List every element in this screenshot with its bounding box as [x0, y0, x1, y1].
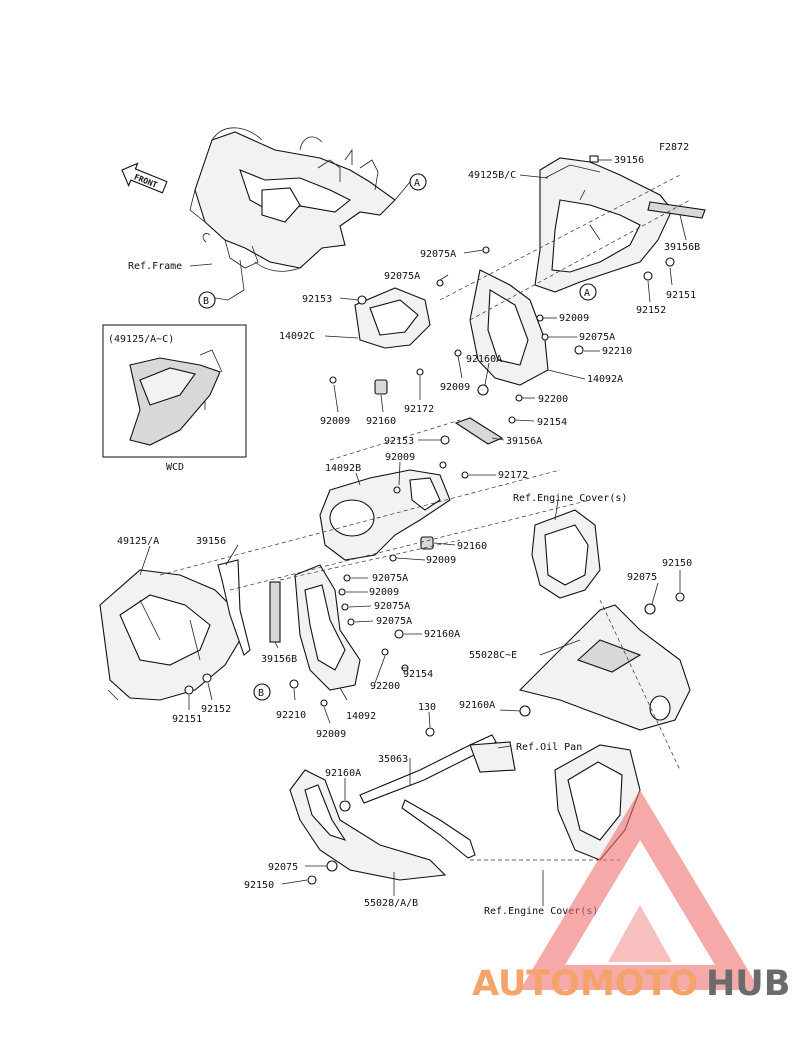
callout-a-top: A	[414, 178, 420, 189]
figure-code: F2872	[659, 142, 689, 153]
callout-b-top: B	[203, 296, 209, 307]
label-92009-6: 92009	[369, 587, 399, 598]
label-92160-1: 92160	[366, 416, 396, 427]
label-92210-2: 92210	[276, 710, 306, 721]
bracket-14092b	[319, 469, 451, 561]
front-arrow-icon: FRONT	[121, 162, 168, 194]
label-92075-1: 92075	[627, 572, 657, 583]
bracket-14092	[294, 564, 361, 691]
label-55028ab: 55028/A/B	[364, 898, 418, 909]
label-130: 130	[418, 702, 436, 713]
cowl-right-upper	[534, 155, 706, 301]
label-92154-1: 92154	[537, 417, 567, 428]
label-92152-2: 92152	[201, 704, 231, 715]
ref-oil-pan: Ref.Oil Pan	[516, 742, 582, 753]
label-39156-top: 39156	[614, 155, 644, 166]
label-92153-1: 92153	[302, 294, 332, 305]
callout-b-mid: B	[258, 688, 264, 699]
label-92075a-3: 92075A	[579, 332, 615, 343]
label-92153-2: 92153	[384, 436, 414, 447]
label-55028ce: 55028C~E	[469, 650, 517, 661]
guide-lines	[159, 174, 691, 861]
label-39156a: 39156A	[506, 436, 542, 447]
label-92154-2: 92154	[403, 669, 433, 680]
strip-39156a	[454, 417, 504, 445]
watermark-logo	[520, 790, 760, 990]
inset-caption: WCD	[166, 462, 184, 473]
label-92075a-6: 92075A	[376, 616, 412, 627]
watermark-text-hub: HUB	[706, 964, 790, 1004]
fasteners	[184, 246, 685, 885]
callout-a-mid: A	[584, 288, 590, 299]
strip-39156b-mid	[269, 581, 281, 643]
bracket-14092a	[469, 269, 549, 386]
frame-illustration	[189, 127, 427, 309]
leader-lines	[139, 159, 687, 906]
label-92150-2: 92150	[244, 880, 274, 891]
side-panel-55028ce	[518, 604, 691, 731]
watermark-text-automoto: AUTOMOTO	[472, 964, 698, 1004]
label-92210-1: 92210	[602, 346, 632, 357]
label-49125a: 49125/A	[117, 536, 159, 547]
label-92009-7: 92009	[316, 729, 346, 740]
label-92075-2: 92075	[268, 862, 298, 873]
label-39156b-mid: 39156B	[261, 654, 297, 665]
label-92160a-3: 92160A	[459, 700, 495, 711]
ref-engine-cover-bottom: Ref.Engine Cover(s)	[484, 906, 598, 917]
label-92151-2: 92151	[172, 714, 202, 725]
label-92075a-2: 92075A	[384, 271, 420, 282]
label-92009-3: 92009	[320, 416, 350, 427]
label-92160a-4: 92160A	[325, 768, 361, 779]
inset-box	[102, 324, 247, 458]
label-49125bc: 49125B/C	[468, 170, 516, 181]
label-92152-1: 92152	[636, 305, 666, 316]
label-92160-2: 92160	[457, 541, 487, 552]
label-39156b-top: 39156B	[664, 242, 700, 253]
label-14092: 14092	[346, 711, 376, 722]
cowl-left-lower	[99, 569, 241, 701]
label-92172-1: 92172	[404, 404, 434, 415]
part-labels: F2872 39156 49125B/C 39156B 92075A 92075…	[117, 142, 700, 917]
label-35063: 35063	[378, 754, 408, 765]
stay-39156	[217, 559, 251, 656]
label-92150-1: 92150	[662, 558, 692, 569]
label-92075a-1: 92075A	[420, 249, 456, 260]
label-92075a-4: 92075A	[372, 573, 408, 584]
label-14092a: 14092A	[587, 374, 623, 385]
inset-title: (49125/A~C)	[108, 334, 174, 345]
ref-engine-cover-top: Ref.Engine Cover(s)	[513, 493, 627, 504]
label-92009-4: 92009	[385, 452, 415, 463]
label-92075a-5: 92075A	[374, 601, 410, 612]
label-92151-1: 92151	[666, 290, 696, 301]
bracket-14092c	[354, 287, 431, 395]
ref-frame-label: Ref.Frame	[128, 261, 182, 272]
label-39156-mid: 39156	[196, 536, 226, 547]
stay-35063	[359, 734, 516, 859]
label-92200-1: 92200	[538, 394, 568, 405]
label-92009-5: 92009	[426, 555, 456, 566]
label-14092b: 14092B	[325, 463, 361, 474]
engine-cover-upper	[531, 509, 601, 599]
label-92172-2: 92172	[498, 470, 528, 481]
label-92200-2: 92200	[370, 681, 400, 692]
label-92160a-2: 92160A	[424, 629, 460, 640]
label-92009-1: 92009	[559, 313, 589, 324]
label-92009-2: 92009	[440, 382, 470, 393]
side-panel-55028ab	[289, 769, 447, 881]
label-92160a-1: 92160A	[466, 354, 502, 365]
label-14092c: 14092C	[279, 331, 315, 342]
